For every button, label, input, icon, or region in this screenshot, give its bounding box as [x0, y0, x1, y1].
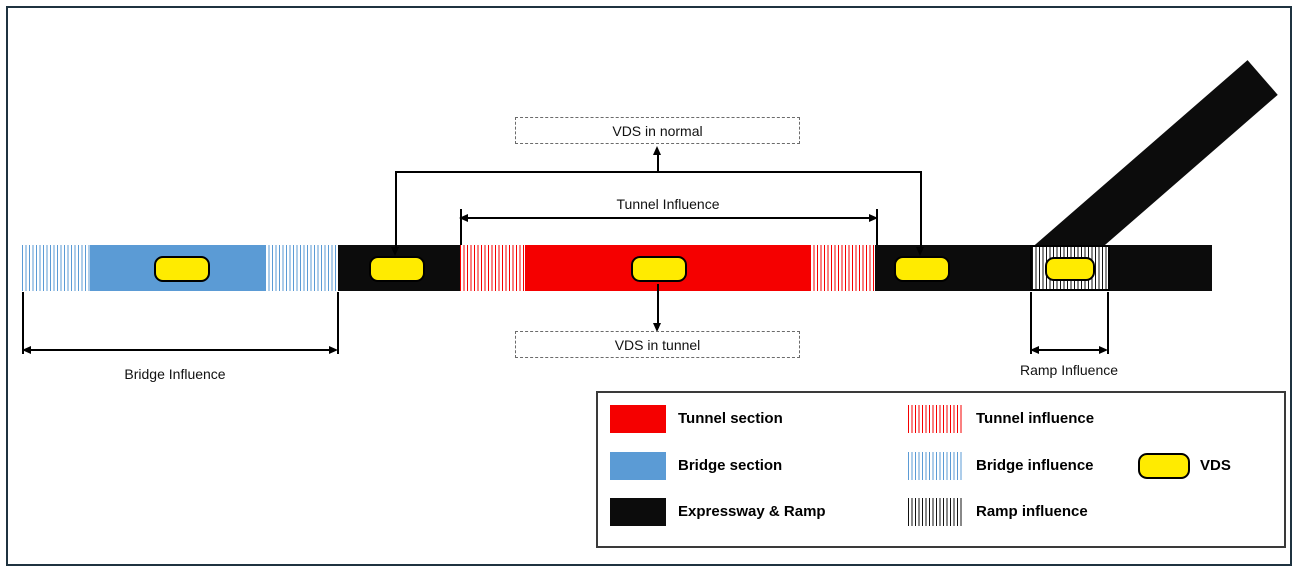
connector-drop-left	[395, 171, 397, 248]
connector-normal-stem	[657, 152, 659, 172]
bridge-influence-arrowhead-left	[22, 345, 31, 354]
legend-label-vds: VDS	[1200, 457, 1231, 474]
ramp-influence-tick-right	[1107, 292, 1109, 354]
legend: Tunnel section Tunnel influence Bridge s…	[596, 391, 1286, 548]
tunnel-influence-label: Tunnel Influence	[616, 196, 720, 212]
bridge-influence-arrowhead-right	[329, 345, 338, 354]
legend-swatch-expressway-ramp	[610, 498, 666, 526]
vds-box-normal-right	[894, 256, 950, 282]
outer-frame	[6, 6, 1292, 566]
tunnel-influence-tick-left	[460, 209, 462, 245]
bridge-influence-tick-right	[337, 292, 339, 354]
vds-in-tunnel-label: VDS in tunnel	[515, 331, 800, 358]
connector-tunnel-stem	[657, 284, 659, 328]
arrowhead-up-to-normal-label	[653, 146, 661, 155]
arrowhead-down-to-vds-left	[391, 247, 399, 256]
ramp-influence-label: Ramp Influence	[1019, 362, 1119, 378]
vds-box-normal-left	[369, 256, 425, 282]
legend-swatch-tunnel-section	[610, 405, 666, 433]
legend-label-ramp-influence: Ramp influence	[976, 503, 1088, 520]
bridge-influence-right-section	[265, 245, 338, 291]
bridge-influence-arrow-line	[26, 349, 334, 351]
legend-label-tunnel-section: Tunnel section	[678, 410, 783, 427]
bridge-influence-left-section	[22, 245, 90, 291]
bridge-influence-tick-left	[22, 292, 24, 354]
tunnel-influence-arrowhead-right	[869, 213, 878, 222]
expressway-section-3	[1110, 245, 1212, 291]
vds-in-normal-label: VDS in normal	[515, 117, 800, 144]
vds-box-tunnel	[631, 256, 687, 282]
legend-swatch-tunnel-influence	[908, 405, 964, 433]
legend-swatch-bridge-section	[610, 452, 666, 480]
vds-in-tunnel-text: VDS in tunnel	[614, 336, 701, 353]
tunnel-influence-left-section	[460, 245, 525, 291]
legend-label-expressway-ramp: Expressway & Ramp	[678, 503, 826, 520]
vds-box-ramp	[1045, 257, 1095, 281]
legend-label-bridge-influence: Bridge influence	[976, 457, 1094, 474]
tunnel-influence-arrow-line	[463, 217, 874, 219]
ramp-influence-arrowhead-left	[1030, 345, 1039, 354]
ramp-influence-tick-left	[1030, 292, 1032, 354]
ramp-influence-arrow-line	[1034, 349, 1104, 351]
connector-drop-right	[920, 171, 922, 248]
bridge-influence-label: Bridge Influence	[124, 366, 226, 382]
tunnel-influence-tick-right	[876, 209, 878, 245]
arrowhead-down-to-tunnel-label	[653, 323, 661, 332]
legend-swatch-ramp-influence	[908, 498, 964, 526]
ramp-influence-arrowhead-right	[1099, 345, 1108, 354]
vds-in-normal-text: VDS in normal	[612, 122, 703, 139]
tunnel-influence-arrowhead-left	[459, 213, 468, 222]
connector-normal-crossbar	[395, 171, 921, 173]
arrowhead-down-to-vds-right	[916, 247, 924, 256]
legend-swatch-bridge-influence	[908, 452, 964, 480]
vds-box-bridge	[154, 256, 210, 282]
legend-label-tunnel-influence: Tunnel influence	[976, 410, 1095, 427]
legend-swatch-vds	[1138, 453, 1190, 479]
legend-label-bridge-section: Bridge section	[678, 457, 783, 474]
tunnel-influence-right-section	[810, 245, 875, 291]
